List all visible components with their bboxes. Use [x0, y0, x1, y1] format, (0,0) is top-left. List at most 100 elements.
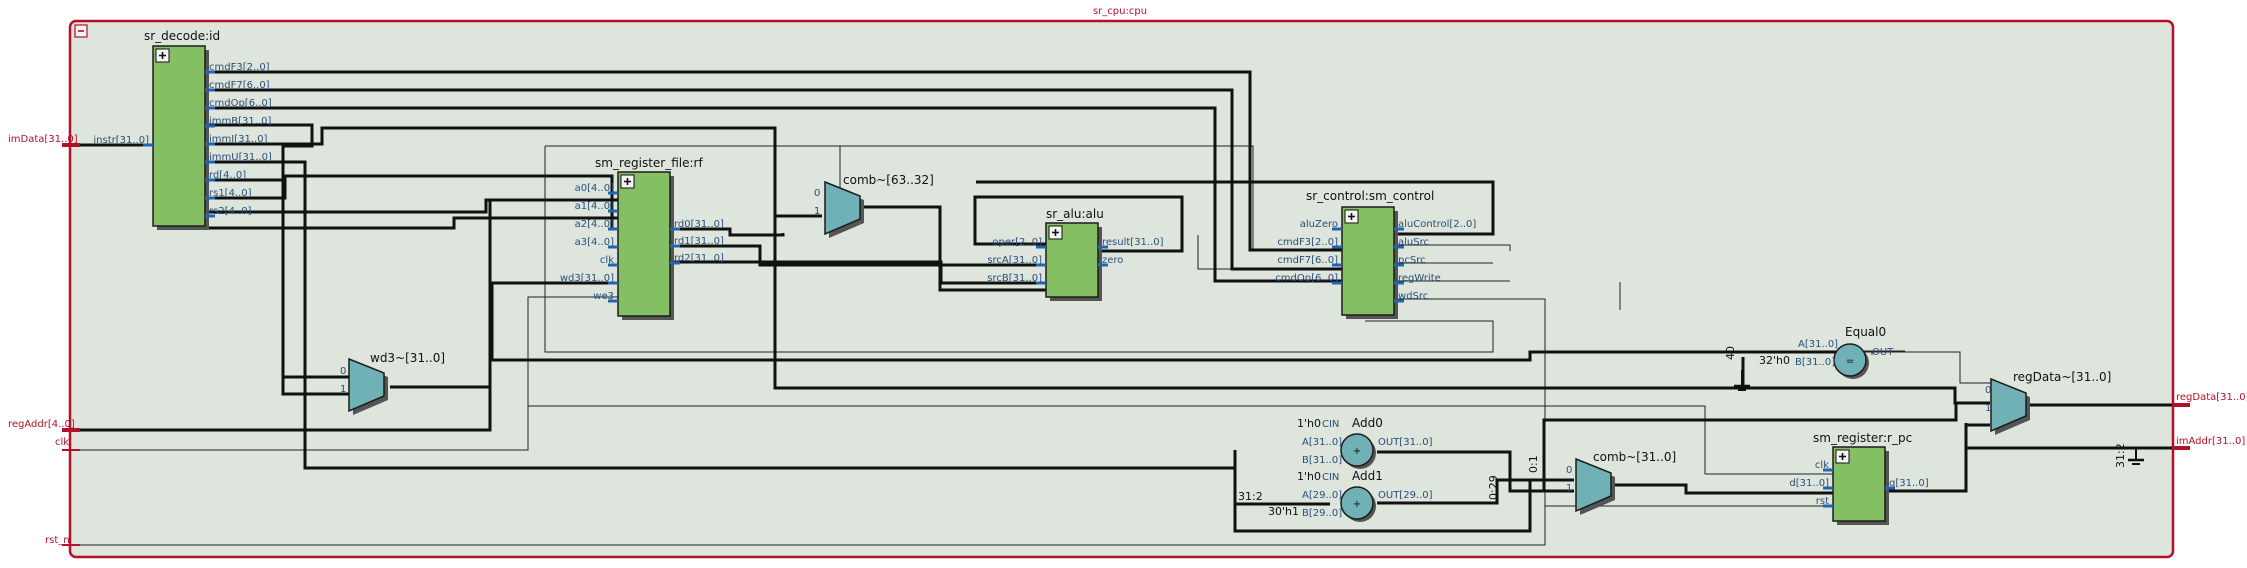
- decode-block[interactable]: sr_decode:id: [144, 29, 220, 230]
- mux-comb63-in1: 1: [814, 206, 820, 217]
- svg-text:1'h0: 1'h0: [1297, 417, 1321, 430]
- svg-text:CIN: CIN: [1322, 472, 1339, 483]
- pc-title: sm_register:r_pc: [1813, 431, 1912, 445]
- regfile-port-out: rd0[31..0]: [674, 219, 724, 230]
- control-port-in: cmdF3[2..0]: [1277, 237, 1338, 248]
- plus-box-icon[interactable]: [1344, 209, 1359, 224]
- collapse-icon[interactable]: [74, 24, 88, 38]
- regfile-port-in: a2[4..0]: [575, 219, 614, 230]
- port-regData[interactable]: regData[31..0]: [2176, 392, 2247, 403]
- control-block[interactable]: sr_control:sm_control: [1306, 189, 1434, 319]
- port-regAddr[interactable]: regAddr[4..0]: [8, 419, 75, 430]
- mux-wd3-in1: 1: [340, 384, 346, 395]
- plus-box-icon[interactable]: [620, 174, 635, 189]
- mux-regData-in1: 1: [1985, 403, 1991, 414]
- svg-text:OUT[31..0]: OUT[31..0]: [1378, 437, 1433, 448]
- decode-title: sr_decode:id: [144, 29, 220, 43]
- ground-icon: [2128, 448, 2144, 465]
- regfile-block[interactable]: sm_register_file:rf: [595, 156, 703, 320]
- pc-port-in: clk: [1815, 460, 1829, 471]
- decode-port-out: immI[31..0]: [209, 134, 268, 145]
- plus-box-icon[interactable]: [155, 48, 170, 63]
- control-port-out: regWrite: [1398, 273, 1441, 284]
- regfile-port-out: rd2[31..0]: [674, 253, 724, 264]
- svg-text:OUT: OUT: [1872, 347, 1894, 358]
- mux-comb31-in0: 0: [1566, 465, 1572, 476]
- pc-port-in: d[31..0]: [1789, 478, 1829, 489]
- control-port-in: cmdF7[6..0]: [1277, 255, 1338, 266]
- mux-wd3-title: wd3~[31..0]: [370, 351, 445, 365]
- mux-comb31-title: comb~[31..0]: [1593, 450, 1676, 464]
- control-port-out: aluSrc: [1398, 237, 1429, 248]
- svg-text:CIN: CIN: [1322, 419, 1339, 430]
- decode-port-out: cmdF7[6..0]: [209, 80, 270, 91]
- plus-box-icon[interactable]: [1835, 449, 1850, 464]
- regfile-port-in: a0[4..0]: [575, 183, 614, 194]
- ext-port-stubs: [62, 143, 2190, 546]
- mux-regData[interactable]: regData~[31..0] 0 1: [1985, 370, 2111, 435]
- mux-comb31[interactable]: comb~[31..0] 0 1: [1566, 450, 1676, 515]
- add0-title: Add0: [1352, 416, 1383, 430]
- mux-comb31-in1: 1: [1566, 483, 1572, 494]
- add0-operator[interactable]: + Add0 1'h0 CIN A[31..0] B[31..0] OUT[31…: [1297, 416, 1433, 469]
- svg-text:OUT[29..0]: OUT[29..0]: [1378, 490, 1433, 501]
- svg-text:B[29..0]: B[29..0]: [1302, 508, 1342, 519]
- mux-comb63-title: comb~[63..32]: [843, 173, 934, 187]
- svg-text:A[29..0]: A[29..0]: [1302, 490, 1342, 501]
- svg-text:B[31..0]: B[31..0]: [1795, 357, 1835, 368]
- data-wires: [70, 70, 2180, 533]
- pc-port-q: q[31..0]: [1889, 478, 1929, 489]
- mux-regData-in0: 0: [1985, 385, 1991, 396]
- module-frame: [68, 19, 2175, 559]
- alu-port-in: srcB[31..0]: [987, 273, 1042, 284]
- add1-operator[interactable]: + Add1 1'h0 CIN A[29..0] B[29..0] 30'h1 …: [1268, 469, 1433, 522]
- module-title: sr_cpu:cpu: [1093, 6, 1147, 17]
- regfile-title: sm_register_file:rf: [595, 156, 703, 170]
- alu-title: sr_alu:alu: [1046, 207, 1104, 221]
- decode-port-out: immU[31..0]: [209, 152, 272, 163]
- regfile-port-in: a1[4..0]: [575, 201, 614, 212]
- alu-port-in: oper[2..0]: [992, 237, 1042, 248]
- alu-block[interactable]: sr_alu:alu: [1045, 207, 1104, 301]
- svg-text:+: +: [1353, 499, 1361, 510]
- svg-text:30'h1: 30'h1: [1268, 505, 1299, 518]
- bus-label-slice-c: 0:1: [1527, 455, 1540, 473]
- mux-comb63[interactable]: comb~[63..32] 0 1: [814, 173, 934, 238]
- port-imData[interactable]: imData[31..0]: [8, 134, 78, 145]
- alu-port-out: result[31..0]: [1102, 237, 1164, 248]
- bus-label-slice-a: 31:2: [1238, 490, 1263, 503]
- port-clk[interactable]: clk: [55, 437, 69, 448]
- mux-wd3-in0: 0: [340, 366, 346, 377]
- equal0-operator[interactable]: = Equal0 A[31..0] B[31..0] 32'h0 OUT: [1759, 325, 1894, 379]
- decode-port-out: rs2[4..0]: [209, 206, 252, 217]
- regfile-port-out: rd1[31..0]: [674, 236, 724, 247]
- control-port-out: aluControl[2..0]: [1398, 219, 1476, 230]
- decode-port-out: immB[31..0]: [209, 116, 271, 127]
- plus-box-icon[interactable]: [1048, 225, 1063, 240]
- bus-label-slice-b: 0:29: [1487, 475, 1500, 500]
- bus-label-slice-e: 40: [1724, 346, 1737, 360]
- mux-comb63-in0: 0: [814, 188, 820, 199]
- mux-wd3[interactable]: wd3~[31..0] 0 1: [340, 351, 445, 415]
- alu-port-out: zero: [1102, 255, 1123, 266]
- pc-block[interactable]: sm_register:r_pc: [1813, 431, 1912, 525]
- svg-text:32'h0: 32'h0: [1759, 354, 1790, 367]
- svg-text:A[31..0]: A[31..0]: [1302, 437, 1342, 448]
- regfile-port-in: clk: [600, 255, 614, 266]
- svg-text:=: =: [1846, 356, 1854, 367]
- control-port-out: pcSrc: [1398, 255, 1426, 266]
- control-title: sr_control:sm_control: [1306, 189, 1434, 203]
- decode-port-out: rd[4..0]: [209, 170, 246, 181]
- svg-text:+: +: [1353, 446, 1361, 457]
- port-rst-n[interactable]: rst_n: [45, 535, 70, 546]
- regfile-port-in: a3[4..0]: [575, 237, 614, 248]
- ground-icon: [1734, 370, 1750, 391]
- decode-port-instr: instr[31..0]: [93, 135, 149, 146]
- svg-text:A[31..0]: A[31..0]: [1798, 339, 1838, 350]
- control-port-in: aluZero: [1300, 219, 1338, 230]
- port-layer: instr[31..0]cmdF3[2..0]cmdF7[6..0]cmdOp[…: [93, 62, 1929, 508]
- alu-port-in: srcA[31..0]: [987, 255, 1042, 266]
- port-imAddr[interactable]: imAddr[31..0]: [2176, 436, 2245, 447]
- equal0-title: Equal0: [1845, 325, 1886, 339]
- bus-label-slice-d: 31:2: [2114, 443, 2127, 468]
